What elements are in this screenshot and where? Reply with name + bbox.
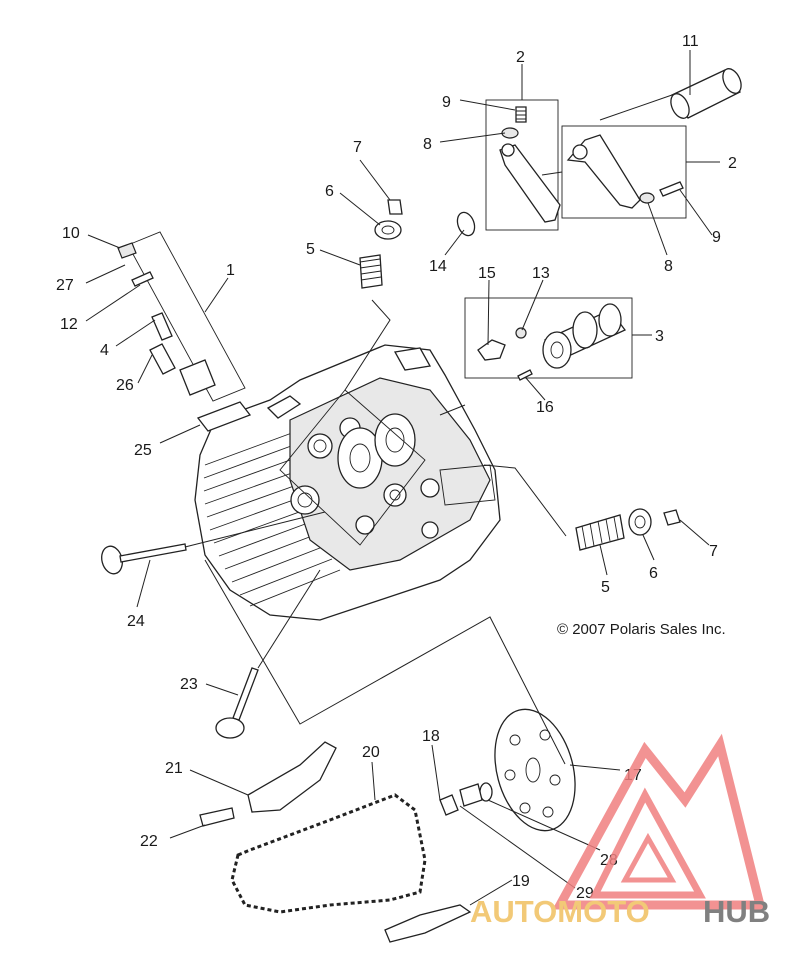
- tensioner-parts-box: [117, 231, 246, 402]
- callout-15: 15: [478, 265, 496, 282]
- cylinder-head: [194, 344, 501, 621]
- valve-23: [215, 667, 259, 739]
- guide-pivot-bolt: [199, 807, 235, 827]
- spring-retainer-lower: [628, 508, 652, 536]
- callout-5: 5: [306, 241, 315, 258]
- chain-guide: [384, 904, 472, 943]
- callout-4: 4: [100, 342, 109, 359]
- chain-tensioner-guide: [247, 741, 337, 813]
- callout-6: 6: [649, 565, 658, 582]
- logo-text-hub: HUB: [703, 894, 770, 929]
- callout-2: 2: [516, 49, 525, 66]
- valve-24: [101, 543, 187, 575]
- callout-14: 14: [429, 258, 447, 275]
- washer: [456, 211, 476, 237]
- sprocket-bolt: [439, 794, 459, 816]
- callout-12: 12: [60, 316, 78, 333]
- cam-chain: [230, 793, 427, 914]
- rocker-arm-left-box: [485, 99, 561, 231]
- cam-sprocket: [494, 708, 576, 832]
- callout-25: 25: [134, 442, 152, 459]
- callout-3: 3: [655, 328, 664, 345]
- callout-5: 5: [601, 579, 610, 596]
- callout-22: 22: [140, 833, 158, 850]
- callout-8: 8: [423, 136, 432, 153]
- rocker-shaft: [670, 68, 742, 119]
- callout-19: 19: [512, 873, 530, 890]
- callout-labels: 11 2 9 8 2 7 6 5 14 8 9 10 1 27 12 4 26 …: [56, 33, 737, 902]
- callout-20: 20: [362, 744, 380, 761]
- callout-11: 11: [682, 33, 699, 50]
- callout-13: 13: [532, 265, 550, 282]
- spring-retainer-upper: [374, 220, 402, 240]
- callout-9: 9: [712, 229, 721, 246]
- valve-spring-lower: [575, 514, 625, 551]
- callout-10: 10: [62, 225, 80, 242]
- rocker-arm-right-box: [561, 125, 687, 219]
- valve-keeper-lower: [663, 509, 681, 526]
- callout-18: 18: [422, 728, 440, 745]
- camshaft-box: [464, 297, 633, 381]
- copyright-notice: © 2007 Polaris Sales Inc.: [557, 621, 726, 638]
- sprocket-hub: [459, 783, 483, 807]
- callout-21: 21: [165, 760, 183, 777]
- callout-1: 1: [226, 262, 235, 279]
- callout-29: 29: [576, 885, 594, 902]
- valve-spring-upper: [359, 254, 383, 289]
- callout-7: 7: [353, 139, 362, 156]
- logo-text-automoto: AUTOMOTO: [470, 894, 650, 929]
- tensioner-gasket: [196, 401, 252, 432]
- callout-24: 24: [127, 613, 145, 630]
- automotohub-logo: AUTOMOTO HUB: [470, 733, 770, 929]
- callout-6: 6: [325, 183, 334, 200]
- callout-2: 2: [728, 155, 737, 172]
- callout-27: 27: [56, 277, 74, 294]
- valve-keeper-upper: [387, 199, 403, 215]
- leader-lines: [85, 50, 720, 906]
- callout-16: 16: [536, 399, 554, 416]
- callout-23: 23: [180, 676, 198, 693]
- callout-8: 8: [664, 258, 673, 275]
- callout-9: 9: [442, 94, 451, 111]
- callout-7: 7: [709, 543, 718, 560]
- callout-26: 26: [116, 377, 134, 394]
